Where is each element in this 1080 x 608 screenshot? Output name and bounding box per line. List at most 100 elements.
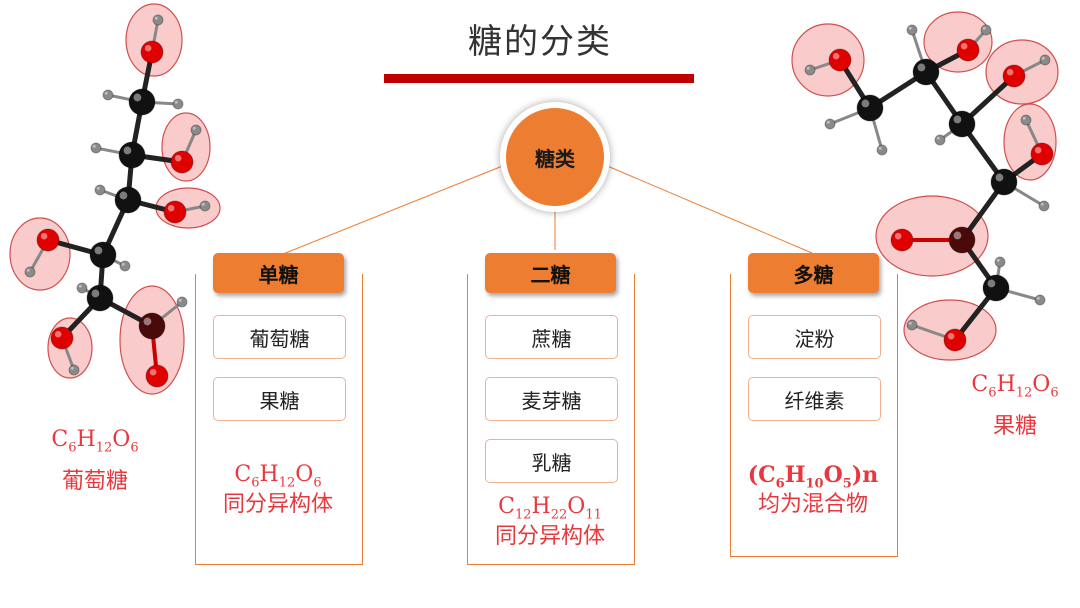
item-starch: 淀粉 xyxy=(748,315,881,359)
hydrogen-atom xyxy=(102,89,114,101)
page-title: 糖的分类 xyxy=(468,22,612,62)
poly-formula: (C6H10O5)n xyxy=(747,462,879,492)
hydrogen-atom xyxy=(1039,54,1051,66)
hydrogen-atom xyxy=(876,144,888,156)
hydroxyl-highlight xyxy=(1003,103,1057,181)
atom-shine xyxy=(917,63,926,72)
mono-formula: C6H12O6 xyxy=(234,462,322,491)
mono-note: 同分异构体 xyxy=(222,492,333,517)
atom-shine xyxy=(1034,146,1042,154)
hydrogen-atom xyxy=(172,98,184,110)
carbon-atom xyxy=(138,312,166,340)
item-glucose: 葡萄糖 xyxy=(213,315,346,359)
glucose-caption: 葡萄糖 xyxy=(61,469,128,494)
atom-shine xyxy=(982,26,986,30)
atom-shine xyxy=(192,126,196,130)
di-note: 同分异构体 xyxy=(494,524,605,549)
item-lactose: 乳糖 xyxy=(485,439,618,483)
hydrogen-atom xyxy=(68,364,80,376)
atom-shine xyxy=(119,191,128,200)
connector-line xyxy=(604,164,813,254)
atom-shine xyxy=(70,366,74,370)
atom-shine xyxy=(154,16,158,20)
atom-shine xyxy=(936,136,940,140)
atom-shine xyxy=(178,298,182,302)
atom-shine xyxy=(91,289,100,298)
carbon-atom xyxy=(990,168,1018,196)
glucose-formula: C6H12O6 xyxy=(51,427,139,456)
atom-shine xyxy=(96,186,100,190)
atom-shine xyxy=(861,99,870,108)
atom-shine xyxy=(1041,56,1045,60)
atom-shine xyxy=(201,202,205,206)
atom-shine xyxy=(149,368,157,376)
item-sucrose: 蔗糖 xyxy=(485,315,618,359)
center-node-label: 糖类 xyxy=(506,108,604,206)
oxygen-atom xyxy=(890,228,914,252)
hydrogen-atom xyxy=(934,134,946,146)
atom-shine xyxy=(826,120,830,124)
hydroxyl-highlight xyxy=(791,23,865,97)
oxygen-atom xyxy=(1030,142,1054,166)
atom-shine xyxy=(1036,296,1040,300)
carbon-atom xyxy=(948,110,976,138)
title-underline xyxy=(384,74,694,83)
hydrogen-atom xyxy=(906,319,918,331)
category-header-poly: 多糖 xyxy=(748,253,879,293)
atom-shine xyxy=(953,115,962,124)
hydrogen-atom xyxy=(1020,114,1032,126)
carbon-atom xyxy=(856,94,884,122)
atom-shine xyxy=(894,232,902,240)
category-frame-poly xyxy=(730,274,898,557)
carbon-atom xyxy=(128,88,156,116)
atom-shine xyxy=(960,42,968,50)
atom-shine xyxy=(987,279,996,288)
hydrogen-atom xyxy=(94,184,106,196)
atom-shine xyxy=(908,321,912,325)
atom-shine xyxy=(832,52,840,60)
atom-shine xyxy=(995,173,1004,182)
di-formula: C12H22O11 xyxy=(498,494,602,523)
category-frame-mono xyxy=(195,274,363,565)
atom-shine xyxy=(123,146,132,155)
fructose-caption: 果糖 xyxy=(992,414,1037,439)
atom-shine xyxy=(878,146,882,150)
atom-shine xyxy=(104,91,108,95)
hydrogen-atom xyxy=(980,24,992,36)
atom-shine xyxy=(133,93,142,102)
center-node: 糖类 xyxy=(500,102,610,212)
atom-shine xyxy=(1022,116,1026,120)
hydrogen-atom xyxy=(1034,294,1046,306)
hydrogen-atom xyxy=(199,200,211,212)
oxygen-atom xyxy=(828,48,852,72)
atom-shine xyxy=(947,332,955,340)
hydrogen-atom xyxy=(906,24,918,36)
atom-shine xyxy=(94,246,103,255)
category-frame-di xyxy=(467,274,635,565)
hydrogen-atom xyxy=(804,64,816,76)
hydrogen-atom xyxy=(994,256,1006,268)
carbon-atom xyxy=(118,141,146,169)
oxygen-atom xyxy=(170,150,194,174)
hydrogen-atom xyxy=(76,282,88,294)
atom-shine xyxy=(1006,68,1014,76)
oxygen-atom xyxy=(163,200,187,224)
hydrogen-atom xyxy=(90,142,102,154)
oxygen-atom xyxy=(145,364,169,388)
atom-shine xyxy=(174,100,178,104)
carbon-atom xyxy=(982,274,1010,302)
item-maltose: 麦芽糖 xyxy=(485,377,618,421)
category-header-mono: 单糖 xyxy=(213,253,344,293)
carbon-atom xyxy=(912,58,940,86)
oxygen-atom xyxy=(1002,64,1026,88)
oxygen-atom xyxy=(36,228,60,252)
hydroxyl-highlight xyxy=(875,195,989,277)
category-header-di: 二糖 xyxy=(485,253,616,293)
hydrogen-atom xyxy=(152,14,164,26)
hydrogen-atom xyxy=(190,124,202,136)
atom-shine xyxy=(167,204,175,212)
hydrogen-atom xyxy=(824,118,836,130)
atom-shine xyxy=(121,262,125,266)
oxygen-atom xyxy=(956,38,980,62)
